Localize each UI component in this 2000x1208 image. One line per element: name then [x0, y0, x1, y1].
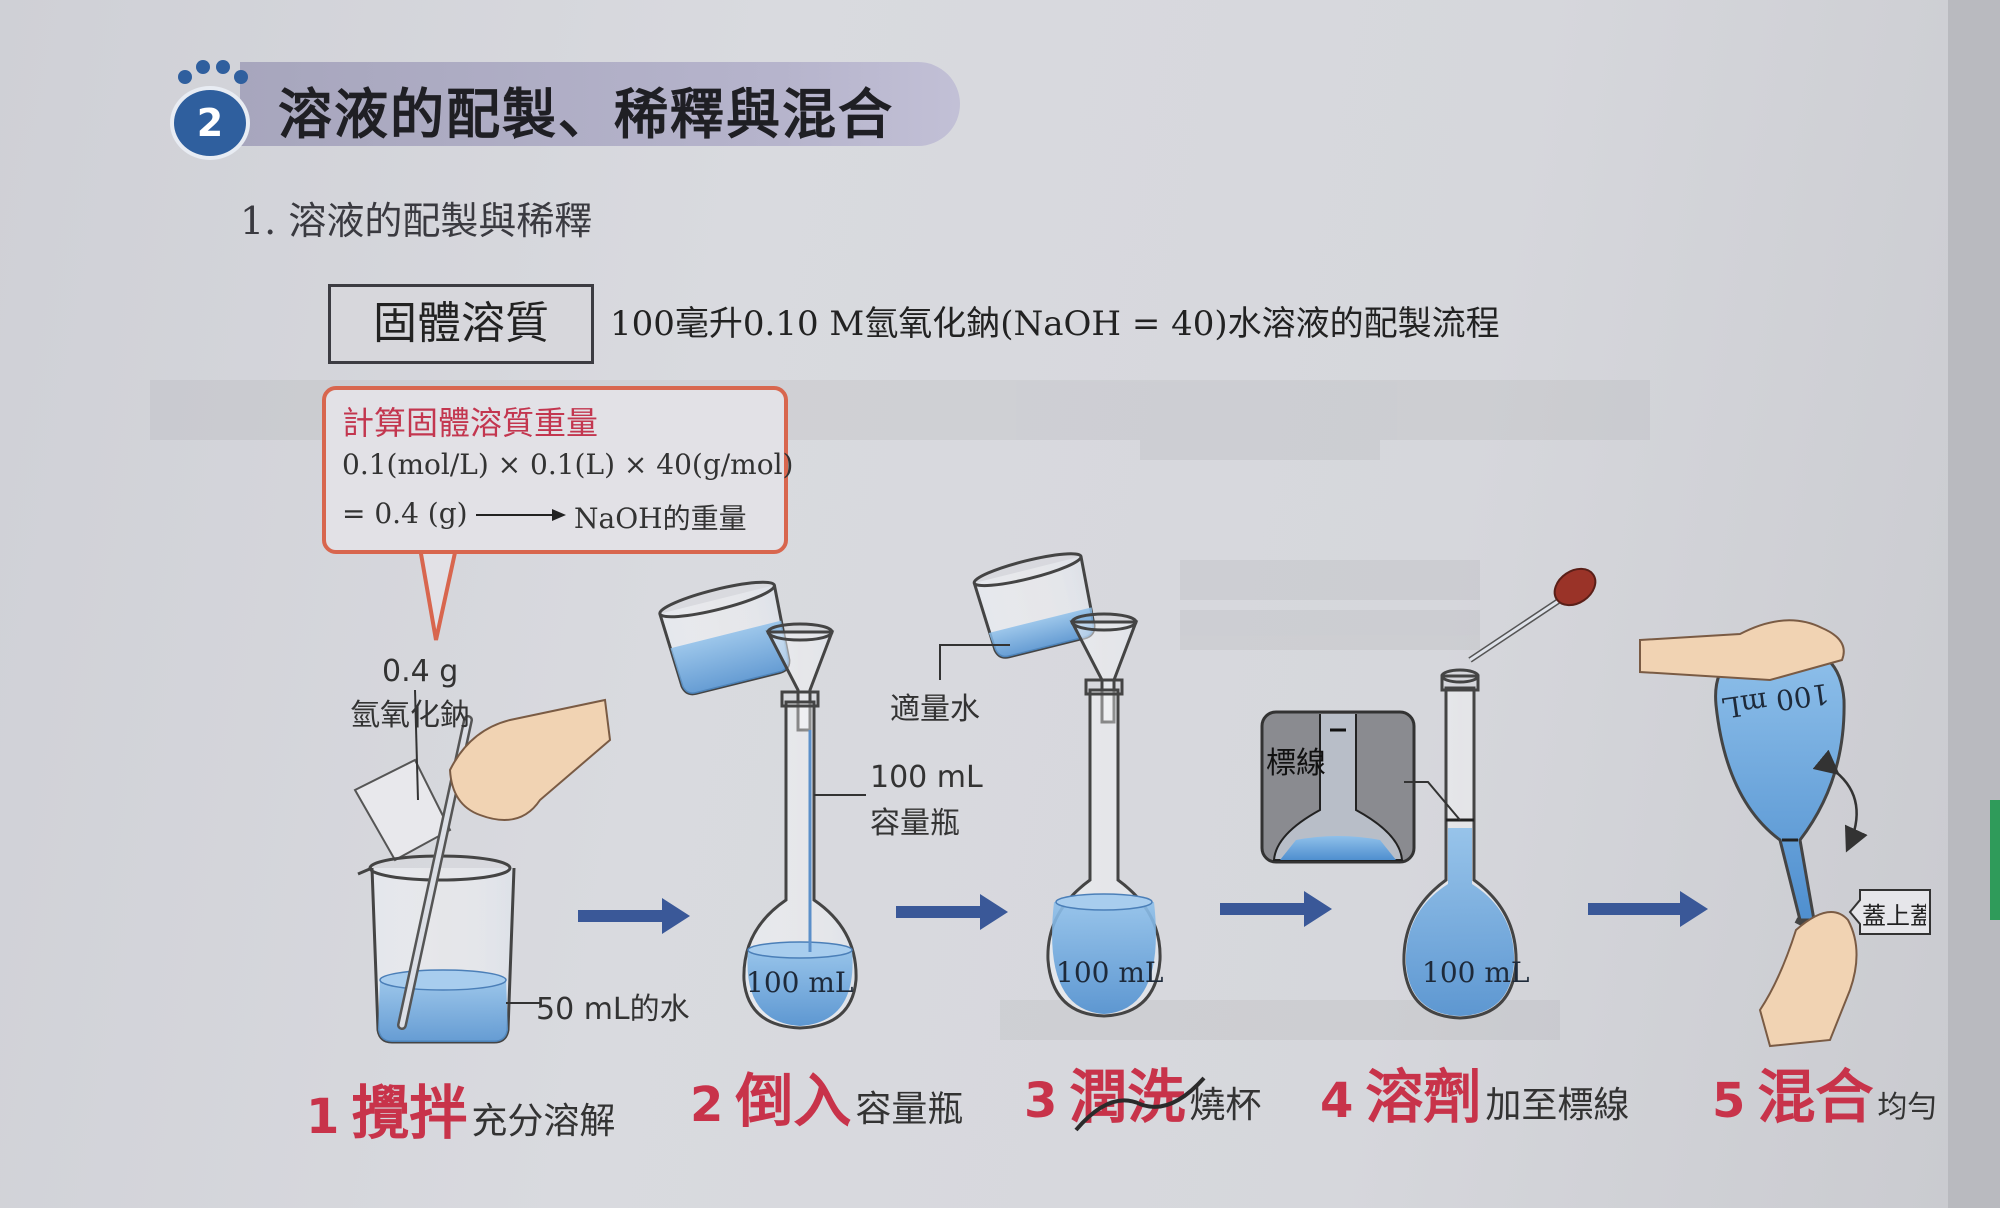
- paw-dot: [178, 70, 192, 84]
- arrow-1-2: [578, 898, 690, 934]
- label-water-amount: 適量水: [890, 692, 980, 727]
- label-cap: 蓋上蓋: [1862, 902, 1926, 930]
- step-number: 4: [1320, 1073, 1354, 1129]
- flask-printed-volume: 100 mL: [1422, 956, 1530, 989]
- subsection-title: 1. 溶液的配製與稀釋: [240, 199, 593, 243]
- step-1-illustration: [353, 689, 612, 1044]
- step-action: 混合: [1757, 1063, 1874, 1131]
- section-header: 2 溶液的配製、稀釋與混合: [170, 58, 970, 160]
- label-water-volume: 50 mL的水: [536, 992, 690, 1027]
- step-action: 攪拌: [351, 1079, 468, 1147]
- label-solute-name: 氫氧化鈉: [350, 698, 470, 733]
- step-2-illustration: [658, 580, 866, 1030]
- section-number-badge: 2: [170, 86, 250, 160]
- paw-dot: [196, 60, 210, 74]
- flask-printed-volume: 100 mL: [1056, 956, 1164, 989]
- label-flask-volume: 100 mL: [870, 760, 983, 795]
- step-action: 潤洗: [1069, 1063, 1186, 1131]
- label-flask-name: 容量瓶: [870, 806, 960, 841]
- step-5-illustration: [1639, 619, 1931, 1048]
- step-number: 2: [690, 1077, 724, 1133]
- flask-printed-volume: 100 mL: [746, 966, 854, 999]
- step-number: 5: [1712, 1073, 1746, 1129]
- solute-type-box: 固體溶質: [328, 284, 594, 364]
- step-detail: 容量瓶: [855, 1089, 964, 1130]
- label-solute-mass: 0.4 g: [382, 654, 459, 689]
- section-title-bar: [240, 62, 960, 146]
- label-mark-line: 標線: [1266, 746, 1326, 781]
- arrow-3-4: [1220, 891, 1332, 927]
- section-title: 溶液的配製、稀釋與混合: [278, 83, 894, 146]
- step-number: 3: [1024, 1073, 1058, 1129]
- step-detail: 均勻: [1877, 1090, 1938, 1125]
- paw-dot: [216, 60, 230, 74]
- dropper-bulb: [1553, 567, 1597, 607]
- calc-heading: 計算固體溶質重量: [342, 404, 599, 442]
- step-4-illustration: [1260, 567, 1597, 1020]
- arrow-2-3: [896, 894, 1008, 930]
- paw-dot: [234, 70, 248, 84]
- page-edge: [1948, 0, 2000, 1208]
- page-show-through: [150, 380, 1650, 1040]
- weighing-paper: [353, 758, 452, 862]
- step-detail: 燒杯: [1189, 1085, 1262, 1126]
- hand: [448, 698, 612, 821]
- step-action: 倒入: [735, 1067, 852, 1135]
- calc-formula: 0.1(mol/L) × 0.1(L) × 40(g/mol): [342, 448, 794, 481]
- step-detail: 充分溶解: [471, 1101, 616, 1142]
- step-number: 1: [306, 1089, 340, 1145]
- step-3-illustration: [939, 552, 1162, 1018]
- callout-pointer: [418, 547, 458, 641]
- page-tab: [1990, 800, 2000, 920]
- arrow-4-5: [1588, 891, 1708, 927]
- flow-arrows: [578, 891, 1708, 934]
- strike-through-mark: [1074, 1076, 1206, 1132]
- calc-result: = 0.4 (g): [342, 497, 468, 530]
- calc-arrow-icon: [476, 509, 566, 521]
- calc-result-label: NaOH的重量: [574, 502, 747, 535]
- step-detail: 加至標線: [1485, 1085, 1630, 1126]
- step-action: 溶劑: [1365, 1063, 1482, 1131]
- calculation-callout: [322, 386, 788, 554]
- process-title: 100毫升0.10 M氫氧化鈉(NaOH = 40)水溶液的配製流程: [610, 304, 1500, 344]
